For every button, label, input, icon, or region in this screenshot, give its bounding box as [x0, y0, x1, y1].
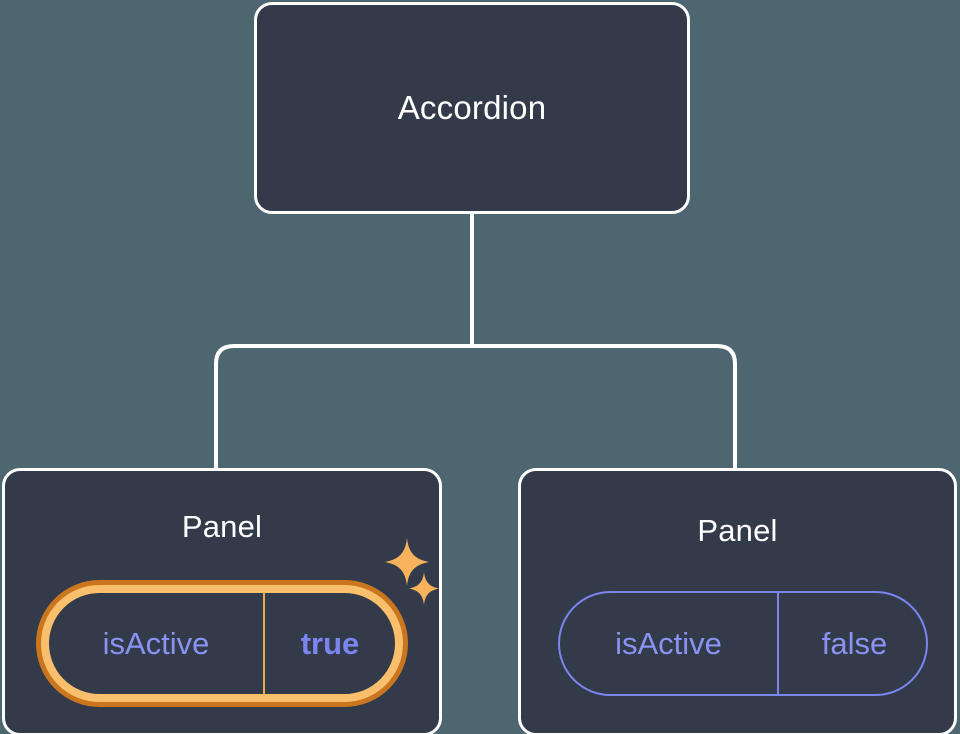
node-accordion-label: Accordion — [397, 89, 547, 126]
sparkle-small-icon — [409, 572, 439, 605]
prop-value: false — [777, 593, 930, 694]
connector-branch-left — [214, 344, 472, 470]
prop-key: isActive — [102, 625, 210, 661]
highlight-ring-inner — [41, 585, 403, 702]
node-panel-right[interactable]: Panel isActive false — [518, 468, 957, 734]
node-panel-right-label: Panel — [697, 513, 778, 548]
connector-branch-right — [472, 344, 737, 470]
node-panel-left-label: Panel — [181, 509, 263, 544]
prop-pill-isactive-true-highlighted[interactable]: isActive true — [36, 580, 408, 707]
prop-key: isActive — [615, 625, 722, 661]
prop-value: true — [263, 593, 395, 694]
prop-pill-isactive-false[interactable]: isActive false — [558, 591, 928, 696]
sparkle-large-icon — [385, 538, 429, 586]
node-accordion[interactable]: Accordion — [254, 2, 690, 214]
highlight-ring-outer — [36, 580, 408, 707]
node-panel-left[interactable]: Panel isActive true — [2, 468, 442, 734]
